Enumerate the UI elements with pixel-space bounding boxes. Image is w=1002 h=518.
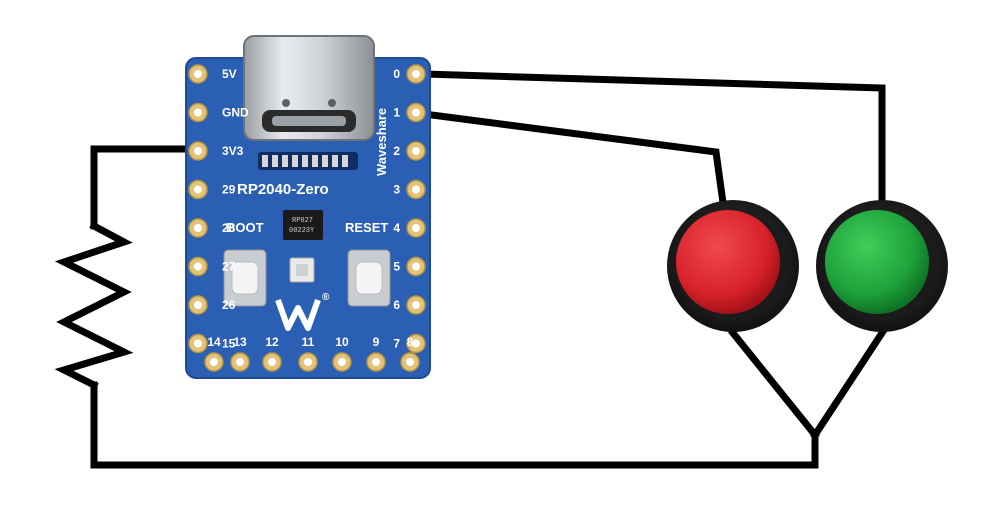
pin-29-pad-hole [194,185,202,194]
reset-button[interactable] [347,249,391,307]
pin-27-label: 27 [222,260,236,274]
wire-green-button-to-common [810,328,887,440]
pin-5-pad-hole [412,262,420,271]
pin-28-pad-hole [194,224,202,232]
green-push-button[interactable] [816,200,948,332]
pin-27-pad-hole [194,262,202,271]
pin-3-label: 3 [393,183,400,197]
board-name: RP2040-Zero [237,181,329,198]
pin-5v-pad-hole [194,70,202,78]
pin-11-pad-hole [304,358,312,366]
pin-26-pad-hole [194,301,202,309]
pin-13-label: 13 [233,335,247,349]
brand-label: Waveshare [374,108,389,176]
pin-12-pad-hole [268,358,276,366]
pin-gnd-pad-hole [194,108,202,117]
right-pin-header: 0 1 2 3 4 5 6 7 [393,64,426,354]
wire-red-button-to-common [728,328,820,440]
pin-gnd-label: GND [222,106,249,120]
pin-4-pad-hole [412,224,420,232]
pin-5-label: 5 [393,260,400,274]
pin-6-label: 6 [393,298,400,312]
pin-10-pad-hole [338,358,346,366]
rp2040-zero-board: RP2040-Zero Waveshare BOOT RESET RP027 0… [185,35,431,379]
pin-29-label: 29 [222,183,236,197]
pin-11-label: 11 [302,335,315,349]
left-pin-header: 5V GND 3V3 29 28 27 26 15 [188,64,249,354]
pin-2-label: 2 [393,144,400,158]
red-push-button[interactable] [667,200,799,332]
reset-label: RESET [345,220,388,235]
pin-15-pad-hole [194,339,202,348]
pin-7-pad-hole [412,339,420,348]
pin-0-label: 0 [393,67,400,81]
rgb-led [289,257,315,283]
bottom-pin-header: 14 13 12 11 10 9 8 [204,335,420,372]
chip-marking-line2: 00223Y [289,227,315,235]
pin-13-pad-hole [236,358,244,366]
pin-1-pad-hole [412,108,420,117]
pin-14-label: 14 [207,335,221,349]
pin-10-label: 10 [335,335,349,349]
pin-3v3-label: 3V3 [222,144,244,158]
wire-resistor-to-common [90,381,819,469]
resistor [54,221,134,390]
waveshare-logo: ® [275,292,330,331]
pin-5v-label: 5V [222,67,237,81]
pin-1-label: 1 [393,106,400,120]
pin-6-pad-hole [412,301,420,309]
pin-15-label: 15 [222,337,236,351]
pin-9-pad-hole [372,358,380,366]
chip-marking-line1: RP027 [292,217,313,225]
pin-9-label: 9 [373,335,380,349]
usb-c-connector [243,35,375,141]
pin-7-label: 7 [393,337,400,351]
boot-button[interactable] [223,249,267,307]
pin-8-label: 8 [407,335,414,349]
pin-28-label: 28 [222,221,236,235]
pin-3v3-pad-hole [194,147,202,155]
pin-3-pad-hole [412,185,420,194]
boot-label: BOOT [226,220,264,235]
pin-26-label: 26 [222,298,236,312]
pin-8-pad-hole [406,358,414,366]
flash-chip: RP027 00223Y [283,210,323,240]
wires [54,70,887,469]
pin-4-label: 4 [393,221,400,235]
wire-3v3-to-resistor [90,145,202,230]
pin-14-pad-hole [210,358,218,366]
wire-pin0-to-green-button [420,70,886,216]
usb-solder-pins [258,152,358,170]
pin-2-pad-hole [412,147,420,155]
registered-mark: ® [322,292,330,303]
wire-pin1-to-red-button [420,110,728,214]
pin-12-label: 12 [265,335,279,349]
pin-0-pad-hole [412,70,420,78]
